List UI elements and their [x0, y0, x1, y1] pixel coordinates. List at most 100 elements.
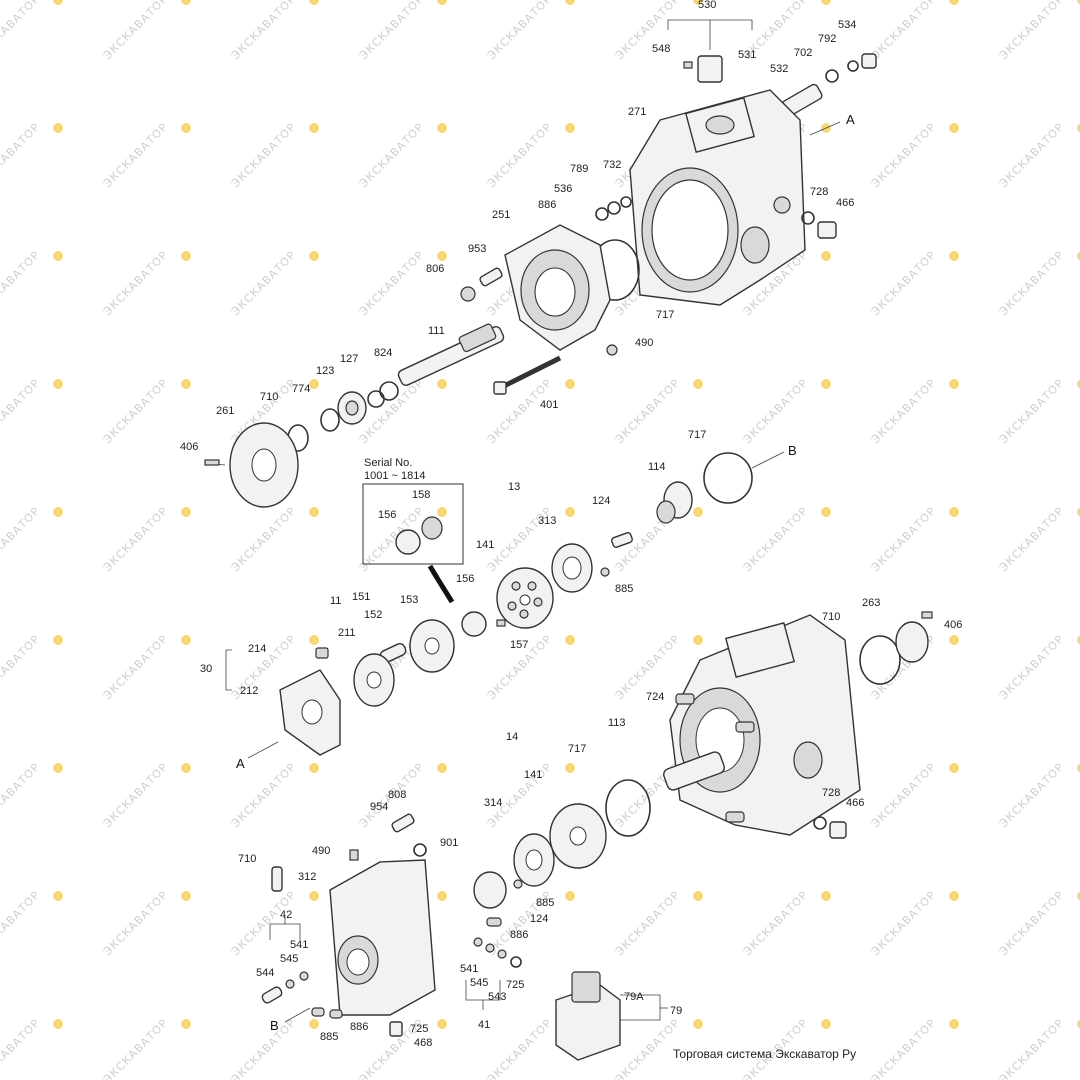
- watermark-logo-dot: [949, 0, 959, 5]
- watermark-logo-dot: [181, 1019, 191, 1029]
- watermark-text: ЭКСКАВАТОР: [997, 760, 1067, 830]
- label-401: 401: [540, 399, 558, 411]
- label-710-upper: 710: [260, 391, 278, 403]
- watermark-text: ЭКСКАВАТОР: [357, 376, 427, 446]
- bracket-41: [465, 980, 501, 1010]
- label-824: 824: [374, 347, 392, 359]
- watermark-logo-dot: [565, 635, 575, 645]
- watermark-logo-dot: [949, 379, 959, 389]
- watermark-logo-dot: [949, 891, 959, 901]
- watermark-logo-dot: [53, 379, 63, 389]
- watermark-text: ЭКСКАВАТОР: [613, 376, 683, 446]
- label-886-lower: 886: [510, 929, 528, 941]
- watermark-text: ЭКСКАВАТОР: [101, 1016, 171, 1080]
- watermark-logo-dot: [53, 891, 63, 901]
- watermark-logo-dot: [53, 251, 63, 261]
- watermark-logo-dot: [1077, 0, 1080, 5]
- watermark-text: ЭКСКАВАТОР: [869, 888, 939, 958]
- watermark-logo-dot: [821, 1019, 831, 1029]
- label-466-lower: 466: [846, 797, 864, 809]
- watermark-logo-dot: [1077, 891, 1080, 901]
- label-548: 548: [652, 43, 670, 55]
- label-406-right: 406: [944, 619, 962, 631]
- watermark-text: ЭКСКАВАТОР: [741, 376, 811, 446]
- label-157: 157: [510, 639, 528, 651]
- label-901: 901: [440, 837, 458, 849]
- watermark-text: ЭКСКАВАТОР: [997, 504, 1067, 574]
- watermark-logo-dot: [949, 507, 959, 517]
- watermark-logo-dot: [53, 123, 63, 133]
- cylinder-block-141-lower: [549, 803, 607, 869]
- watermark-text: ЭКСКАВАТОР: [869, 1016, 939, 1080]
- watermark-text: ЭКСКАВАТОР: [101, 376, 171, 446]
- spline-coupling-114: [656, 481, 693, 524]
- watermark-logo-dot: [949, 763, 959, 773]
- label-114: 114: [648, 461, 666, 473]
- watermark-logo-dot: [437, 507, 447, 517]
- watermark-text: ЭКСКАВАТОР: [869, 248, 939, 318]
- watermark-text: ЭКСКАВАТОР: [869, 504, 939, 574]
- watermark-logo-dot: [1077, 1019, 1080, 1029]
- label-314: 314: [484, 797, 502, 809]
- label-545-right: 545: [470, 977, 488, 989]
- watermark-logo-dot: [693, 1019, 703, 1029]
- marker-A-text-lower: A: [236, 756, 245, 771]
- support-212-214: [279, 647, 341, 756]
- watermark-logo-dot: [309, 891, 319, 901]
- label-710-lower: 710: [238, 853, 256, 865]
- watermark-text: ЭКСКАВАТОР: [869, 760, 939, 830]
- label-541-right: 541: [460, 963, 478, 975]
- label-490-lower: 490: [312, 845, 330, 857]
- watermark-text: ЭКСКАВАТОР: [0, 1016, 43, 1080]
- watermark-logo-dot: [437, 891, 447, 901]
- watermark-logo-dot: [181, 507, 191, 517]
- watermark-logo-dot: [181, 123, 191, 133]
- fasteners-953-806: [460, 267, 503, 302]
- serial-line2: 1001 ~ 1814: [364, 470, 425, 482]
- watermark-text: ЭКСКАВАТОР: [101, 632, 171, 702]
- watermark-logo-dot: [821, 891, 831, 901]
- watermark-text: ЭКСКАВАТОР: [741, 504, 811, 574]
- watermark-logo-dot: [565, 763, 575, 773]
- label-158-inset: 158: [412, 489, 430, 501]
- lower-casing-271: [669, 614, 861, 836]
- watermark-text: ЭКСКАВАТОР: [485, 760, 555, 830]
- watermark-text: ЭКСКАВАТОР: [0, 376, 43, 446]
- label-124-middle: 124: [592, 495, 610, 507]
- label-531: 531: [738, 49, 756, 61]
- relief-valve-parts-541-545: [261, 937, 522, 1037]
- watermark-logo-dot: [565, 0, 575, 5]
- label-544: 544: [256, 967, 274, 979]
- regulator-valve-530: [667, 19, 753, 83]
- label-710-right: 710: [822, 611, 840, 623]
- watermark-logo-dot: [693, 507, 703, 517]
- watermark-text: ЭКСКАВАТОР: [997, 120, 1067, 190]
- label-263: 263: [862, 597, 880, 609]
- label-885-bottom: 885: [320, 1031, 338, 1043]
- bearing-set-123-127-824: [287, 381, 399, 452]
- label-468: 468: [414, 1037, 432, 1049]
- marker-B-lower: [284, 1007, 311, 1023]
- watermark-text: ЭКСКАВАТОР: [0, 632, 43, 702]
- cover-263-bolt-406: [859, 611, 933, 685]
- label-725-bottom: 725: [410, 1023, 428, 1035]
- watermark-logo-dot: [53, 1019, 63, 1029]
- watermark-text: ЭКСКАВАТОР: [997, 376, 1067, 446]
- swash-plate-211: [353, 653, 395, 707]
- label-466-upper: 466: [836, 197, 854, 209]
- bracket-42: [269, 917, 301, 940]
- marker-B-text-lower: B: [270, 1018, 279, 1033]
- label-11: 11: [330, 595, 341, 607]
- watermark-logo-dot: [1077, 123, 1080, 133]
- watermark-logo-dot: [565, 123, 575, 133]
- watermark-text: ЭКСКАВАТОР: [101, 888, 171, 958]
- plug-466-lower: [813, 816, 847, 839]
- label-886-bottom: 886: [350, 1021, 368, 1033]
- label-14: 14: [506, 731, 518, 743]
- label-702: 702: [794, 47, 812, 59]
- label-271: 271: [628, 106, 646, 118]
- watermark-logo-dot: [181, 0, 191, 5]
- pump-casing-271: [629, 89, 806, 306]
- label-13: 13: [508, 481, 520, 493]
- watermark-text: ЭКСКАВАТОР: [997, 0, 1067, 62]
